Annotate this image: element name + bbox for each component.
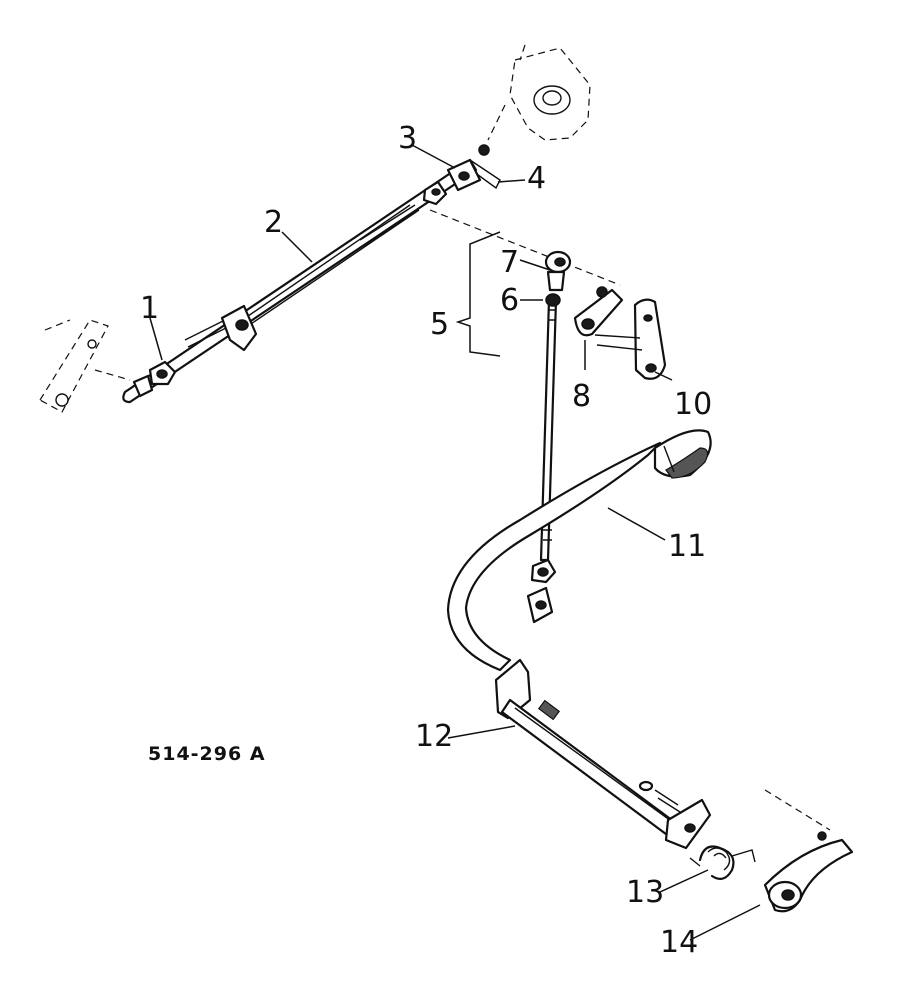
callout-14: 14: [660, 925, 698, 960]
sector-plate: [763, 789, 854, 913]
left-bracket: [39, 319, 131, 413]
callout-2: 2: [264, 205, 283, 240]
callout-11: 11: [668, 529, 706, 564]
lower-pivot-shaft: [494, 658, 712, 850]
callout-7: 7: [500, 245, 519, 280]
callout-8: 8: [572, 379, 591, 414]
callout-4: 4: [527, 161, 546, 196]
callout-leaders: [149, 144, 761, 941]
callout-3: 3: [398, 121, 417, 156]
upper-control-rod: [122, 144, 621, 404]
callout-1: 1: [140, 291, 159, 326]
lever-arm: [594, 298, 667, 380]
callout-5: 5: [430, 307, 449, 342]
callout-6: 6: [500, 283, 519, 318]
callout-13: 13: [626, 875, 664, 910]
callout-12: 12: [415, 719, 453, 754]
small-lever: [573, 286, 624, 337]
diagram-reference-number: 514-296 A: [148, 743, 266, 765]
upper-housing: [487, 44, 591, 141]
bent-operating-lever: [446, 429, 712, 672]
torsion-spring: [689, 845, 756, 881]
callout-10: 10: [674, 387, 712, 422]
vertical-link-rod: [455, 231, 572, 624]
